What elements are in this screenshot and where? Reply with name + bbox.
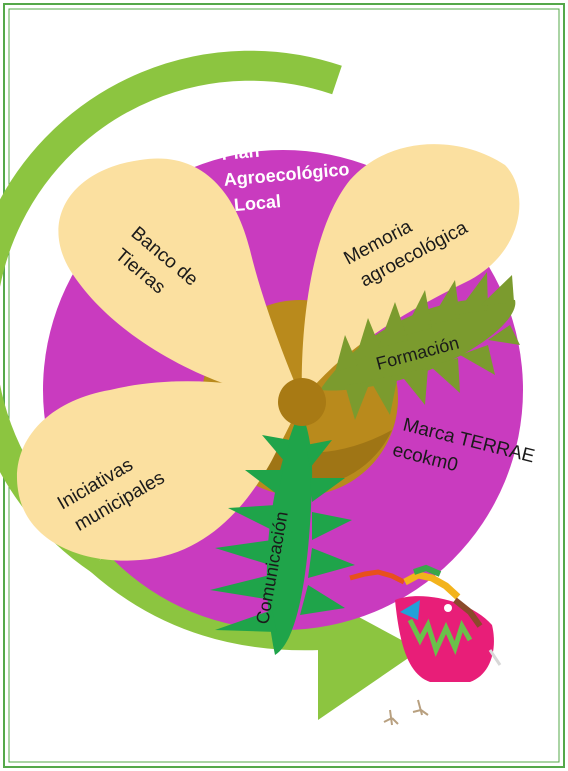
- bird-footprints-icon: [383, 699, 429, 726]
- flower-petals: [16, 144, 520, 561]
- petal-iniciativas: [16, 381, 302, 561]
- petal-memoria: [301, 144, 520, 400]
- center-hub: [278, 378, 326, 426]
- frond-formacion: [320, 272, 520, 420]
- petal-banco-de-tierras: [58, 158, 302, 400]
- hoopoe-bird-icon: [349, 564, 502, 682]
- frond-comunicacion: [210, 410, 355, 655]
- page-frame: [3, 3, 565, 768]
